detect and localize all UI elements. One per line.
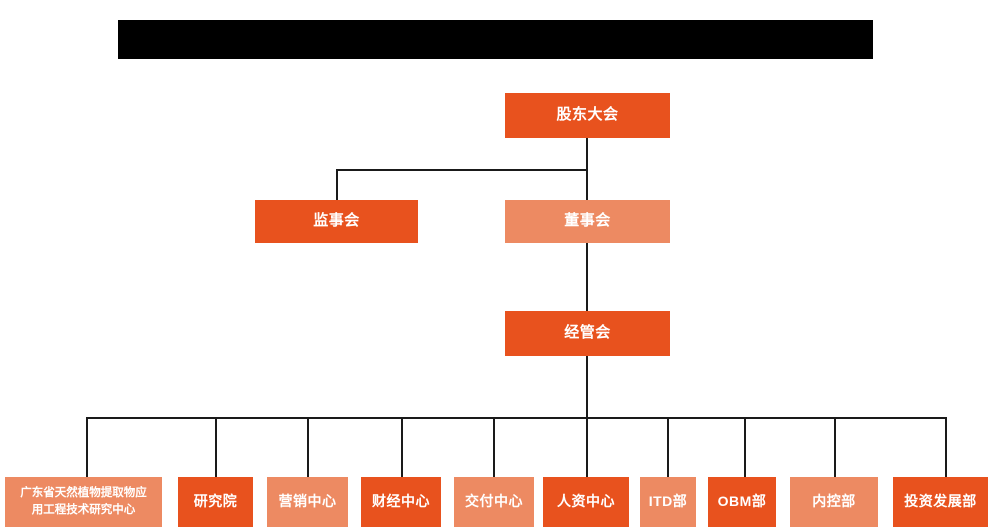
connector-drop-finance-center (401, 417, 403, 477)
node-marketing-center[interactable]: 营销中心 (267, 477, 348, 527)
connector-drop-obm-department (744, 417, 746, 477)
connector-drop-itd-department (667, 417, 669, 477)
connector-management-stem (586, 356, 588, 418)
node-management-committee[interactable]: 经管会 (505, 311, 670, 356)
connector-bottom-bus (86, 417, 946, 419)
connector-shareholders-supervisors-bus (336, 169, 587, 171)
node-internal-control-department[interactable]: 内控部 (790, 477, 878, 527)
node-board-of-directors[interactable]: 董事会 (505, 200, 670, 243)
node-board-of-supervisors[interactable]: 监事会 (255, 200, 418, 243)
node-investment-development-department[interactable]: 投资发展部 (893, 477, 988, 527)
connector-directors-to-management (586, 243, 588, 312)
connector-drop-research-center (86, 417, 88, 477)
node-hr-center[interactable]: 人资中心 (543, 477, 629, 527)
connector-drop-marketing-center (307, 417, 309, 477)
node-research-institute[interactable]: 研究院 (178, 477, 253, 527)
redacted-title-bar (118, 20, 873, 59)
connector-drop-investment-development-department (945, 417, 947, 477)
connector-supervisors-drop (336, 169, 338, 201)
connector-drop-research-institute (215, 417, 217, 477)
node-itd-department[interactable]: ITD部 (640, 477, 696, 527)
connector-drop-internal-control-department (834, 417, 836, 477)
connector-shareholders-stem (586, 138, 588, 201)
node-finance-center[interactable]: 财经中心 (361, 477, 441, 527)
connector-drop-hr-center (586, 417, 588, 477)
node-shareholders-meeting[interactable]: 股东大会 (505, 93, 670, 138)
node-obm-department[interactable]: OBM部 (708, 477, 776, 527)
node-research-center[interactable]: 广东省天然植物提取物应 用工程技术研究中心 (5, 477, 162, 527)
connector-drop-delivery-center (493, 417, 495, 477)
node-delivery-center[interactable]: 交付中心 (454, 477, 534, 527)
